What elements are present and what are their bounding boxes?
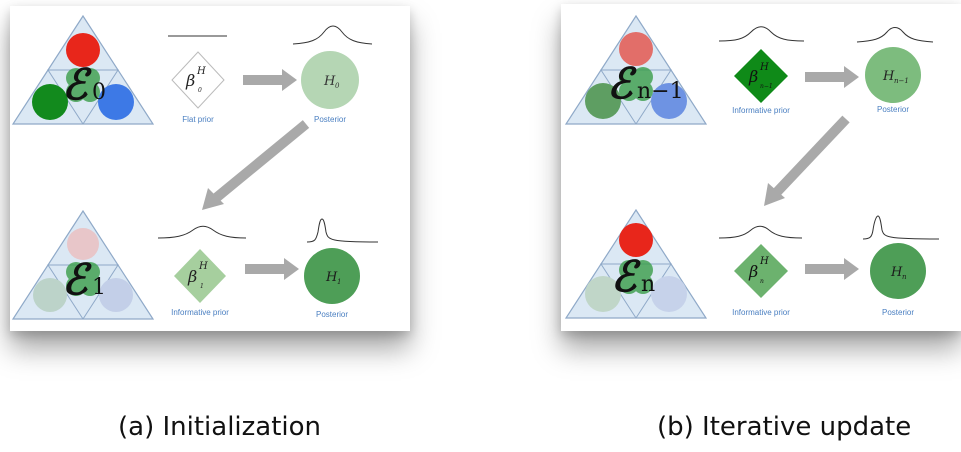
environment-triangle-bottom: ℰ n — [564, 208, 708, 319]
green-circle-faded — [585, 83, 621, 119]
prior-label: Informative prior — [732, 106, 790, 115]
caption-a: (a) Initialization — [118, 412, 322, 442]
prior-top: β H 0 Flat prior — [168, 35, 227, 124]
h-symbol: H — [890, 265, 903, 280]
posterior-top: H n−1 Posterior — [856, 27, 934, 114]
beta-superscript: H — [759, 62, 769, 73]
diagonal-arrow-icon — [202, 120, 310, 210]
posterior-label: Posterior — [314, 115, 346, 124]
h-symbol: H — [882, 69, 895, 84]
environment-triangle-top: ℰ 0 — [11, 14, 155, 125]
diagonal-arrow-icon — [764, 115, 850, 206]
arrow-right-icon — [243, 69, 297, 91]
posterior-label: Posterior — [877, 105, 909, 114]
epsilon-subscript: 0 — [92, 80, 106, 105]
prior-label: Flat prior — [182, 115, 214, 124]
blue-circle-faded — [651, 276, 687, 312]
epsilon-symbol: ℰ — [611, 252, 641, 301]
green-circle-faded — [585, 276, 621, 312]
blue-circle — [98, 84, 134, 120]
arrow-right-icon — [805, 258, 859, 280]
beta-subscript: n — [760, 278, 764, 285]
center-cluster — [66, 262, 100, 296]
prior-top: β H n−1 Informative prior — [718, 26, 805, 115]
caption-b: (b) Iterative update — [657, 412, 912, 442]
beta-superscript: H — [196, 66, 206, 77]
beta-subscript: 0 — [198, 87, 202, 94]
panel-initialization: ℰ 0 β H 0 Flat prior H 0 Posterior — [10, 6, 410, 331]
center-cluster — [619, 67, 653, 101]
h-subscript: 1 — [337, 278, 341, 286]
panel-b-diagram: ℰ n−1 β H n−1 Informative prior H n−1 Po… — [564, 14, 940, 319]
arrow-right-icon — [805, 66, 859, 88]
beta-symbol: β — [748, 262, 758, 281]
beta-superscript: H — [759, 256, 769, 267]
blue-circle-faded — [99, 278, 133, 312]
beta-symbol: β — [187, 267, 197, 286]
beta-subscript: n−1 — [760, 83, 773, 90]
red-circle — [66, 33, 100, 67]
center-cluster — [619, 260, 653, 294]
panel-iterative-update: ℰ n−1 β H n−1 Informative prior H n−1 Po… — [561, 4, 961, 331]
posterior-label: Posterior — [882, 308, 914, 317]
epsilon-symbol: ℰ — [607, 59, 637, 108]
red-circle-faded — [67, 228, 99, 260]
blue-circle-faded — [651, 83, 687, 119]
red-circle-faded — [619, 32, 653, 66]
green-circle — [32, 84, 68, 120]
arrow-right-icon — [245, 258, 299, 280]
epsilon-subscript: n — [641, 272, 655, 297]
epsilon-subscript: n−1 — [637, 79, 684, 104]
h-subscript: n — [902, 273, 907, 281]
h-symbol: H — [323, 74, 336, 89]
center-cluster — [66, 68, 100, 102]
epsilon-symbol: ℰ — [62, 60, 92, 109]
posterior-bottom: H 1 Posterior — [304, 218, 379, 319]
epsilon-subscript: 1 — [92, 275, 106, 300]
beta-symbol: β — [185, 71, 195, 90]
prior-bottom: β H 1 Informative prior — [157, 225, 247, 317]
red-circle — [619, 223, 653, 257]
posterior-bottom: H n Posterior — [862, 215, 940, 317]
prior-label: Informative prior — [732, 308, 790, 317]
posterior-label: Posterior — [316, 310, 348, 319]
environment-triangle-top: ℰ n−1 — [564, 14, 708, 125]
h-symbol: H — [325, 270, 338, 285]
green-circle-faded — [33, 278, 67, 312]
epsilon-symbol: ℰ — [62, 255, 92, 304]
beta-subscript: 1 — [200, 283, 204, 290]
prior-label: Informative prior — [171, 308, 229, 317]
beta-superscript: H — [198, 261, 208, 272]
beta-symbol: β — [748, 67, 758, 86]
environment-triangle-bottom: ℰ 1 — [11, 209, 155, 320]
prior-bottom: β H n Informative prior — [718, 225, 803, 317]
h-subscript: 0 — [335, 82, 340, 90]
posterior-top: H 0 Posterior — [292, 25, 373, 124]
h-subscript: n−1 — [894, 77, 909, 85]
panel-a-diagram: ℰ 0 β H 0 Flat prior H 0 Posterior — [11, 14, 379, 320]
